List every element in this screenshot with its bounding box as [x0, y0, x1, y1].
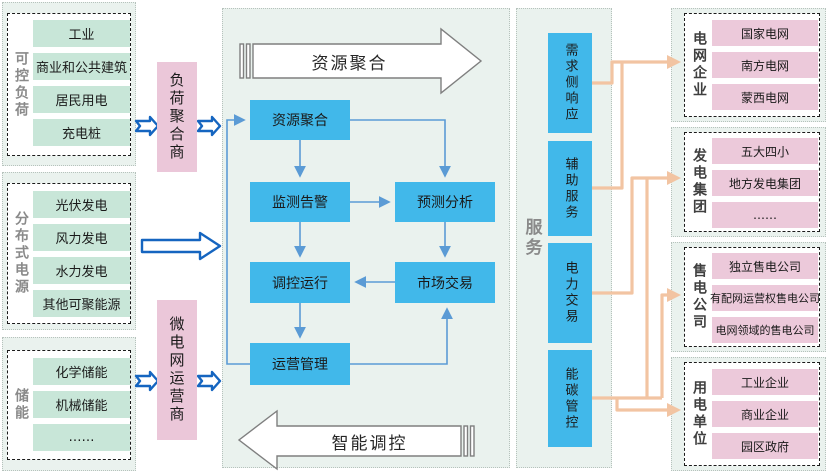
- group-item: ……: [33, 424, 130, 451]
- flow-node-monitoring-alerts: 监测告警: [250, 182, 350, 222]
- group-item: 工业: [33, 20, 130, 47]
- flow-node-resource-aggregation: 资源聚合: [250, 100, 350, 140]
- flow-node-forecast-analysis: 预测分析: [395, 182, 495, 222]
- load-aggregator-box: 负荷聚合商: [157, 62, 197, 172]
- entity-item: ……: [712, 202, 818, 228]
- entity-item: 园区政府: [712, 433, 818, 459]
- group-label-generation-groups: 发电集团: [691, 148, 707, 216]
- group-label-consumers: 用电单位: [691, 380, 707, 448]
- microgrid-operator-box: 微电网运营商: [157, 300, 197, 440]
- group-item: 水力发电: [33, 257, 130, 284]
- service-panel-label: 服务: [521, 218, 542, 258]
- entity-item: 国家电网: [712, 20, 818, 46]
- entity-item: 蒙西电网: [712, 84, 818, 110]
- group-label-retailers: 售电公司: [691, 263, 707, 331]
- entity-item: 有配网运营权售电公司: [710, 285, 820, 311]
- service-box-ancillary-services: 辅助服务: [548, 141, 592, 236]
- group-item: 化学储能: [33, 358, 130, 385]
- service-box-demand-response: 需求侧响应: [548, 33, 592, 133]
- group-item: 机械储能: [33, 391, 130, 418]
- entity-item: 地方发电集团: [712, 170, 818, 196]
- flow-node-dispatch-operation: 调控运行: [250, 262, 350, 303]
- group-item: 光伏发电: [33, 191, 130, 218]
- service-box-power-trading: 电力交易: [548, 243, 592, 343]
- group-item: 其他可聚能源: [33, 290, 130, 317]
- group-item: 充电桩: [33, 119, 130, 146]
- entity-item: 电网领域的售电公司: [712, 317, 818, 343]
- group-label-storage: 储能: [13, 388, 29, 422]
- group-item: 风力发电: [33, 224, 130, 251]
- entity-item: 工业企业: [712, 369, 818, 395]
- group-label-grid-enterprises: 电网企业: [691, 31, 707, 99]
- group-item: 商业和公共建筑: [33, 53, 130, 80]
- flow-node-operation-management: 运营管理: [250, 343, 350, 385]
- entity-item: 独立售电公司: [712, 253, 818, 279]
- service-box-energy-carbon-control: 能碳管控: [548, 350, 592, 447]
- entity-item: 五大四小: [712, 138, 818, 164]
- group-label-distributed-power: 分布式电源: [13, 211, 29, 296]
- flow-node-market-trading: 市场交易: [395, 262, 495, 303]
- entity-item: 商业企业: [712, 401, 818, 427]
- banner-bottom-label: 智能调控: [331, 433, 408, 454]
- entity-item: 南方电网: [712, 52, 818, 78]
- banner-top-label: 资源聚合: [311, 53, 388, 74]
- group-item: 居民用电: [33, 86, 130, 113]
- group-label-controllable-load: 可控负荷: [13, 50, 29, 119]
